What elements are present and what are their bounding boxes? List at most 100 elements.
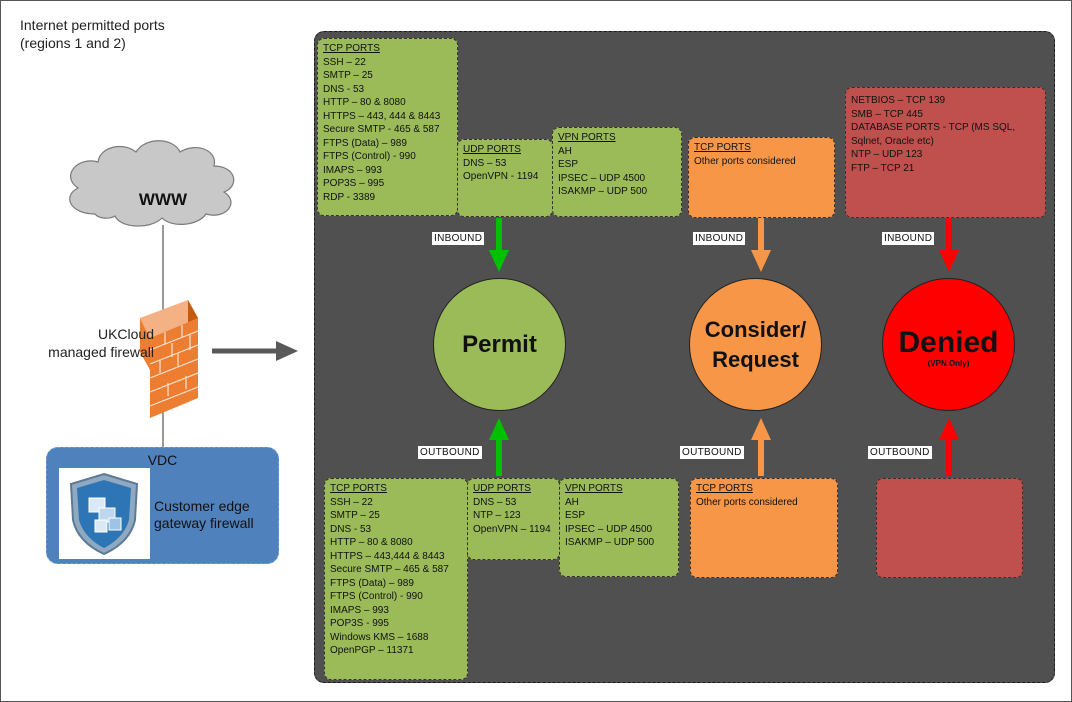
inbound-vpn-port: ISAKMP – UDP 500 <box>558 186 648 197</box>
inbound-udp-port: OpenVPN - 1194 <box>463 171 539 182</box>
outbound-udp-port: DNS – 53 <box>473 496 517 508</box>
edge-gateway-icon <box>59 468 150 559</box>
denied-port: NTP – UDP 123 <box>851 149 923 160</box>
outbound-vpn-port: ISAKMP – UDP 500 <box>565 537 655 548</box>
outbound-tcp-port: DNS - 53 <box>330 523 372 535</box>
inbound-permit-arrow <box>489 218 509 272</box>
outbound-denied-arrow <box>939 418 959 476</box>
title-line-2: (regions 1 and 2) <box>20 35 126 51</box>
inbound-label: INBOUND <box>693 232 746 245</box>
inbound-tcp-port: FTPS (Control) - 990 <box>323 151 416 162</box>
diagram-title: Internet permitted ports (regions 1 and … <box>20 16 165 52</box>
denied-port: DATABASE PORTS - TCP (MS SQL, <box>851 122 1016 133</box>
vdc-title: VDC <box>147 452 178 468</box>
outbound-tcp-port: HTTP – 80 & 8080 <box>330 537 413 548</box>
outbound-udp-permit-box: UDP PORTS DNS – 53 NTP – 123 OpenVPN – 1… <box>467 478 560 560</box>
inbound-tcp-port: RDP - 3389 <box>323 191 376 203</box>
firewall-label: UKCloud managed firewall <box>44 325 154 361</box>
outbound-tcp-port: FTPS (Control) - 990 <box>330 591 423 602</box>
permit-label: Permit <box>462 330 537 358</box>
outbound-permit-arrow <box>489 418 509 476</box>
outbound-tcp-permit-box: TCP PORTS SSH – 22 SMTP – 25 DNS - 53 HT… <box>324 478 468 680</box>
inbound-vpn-port: AH <box>558 145 572 157</box>
denied-port: Sqlnet, Oracle etc) <box>851 135 934 147</box>
inbound-tcp-port: IMAPS – 993 <box>323 164 382 176</box>
denied-circle: Denied (VPN Only) <box>882 278 1015 411</box>
right-arrow-icon <box>212 341 298 361</box>
outbound-udp-header: UDP PORTS <box>473 483 531 494</box>
vdc-text-line-1: Customer edge <box>154 498 250 514</box>
inbound-vpn-permit-box: VPN PORTS AH ESP IPSEC – UDP 4500 ISAKMP… <box>552 127 682 217</box>
inbound-udp-permit-box: UDP PORTS DNS – 53 OpenVPN - 1194 <box>457 139 553 217</box>
outbound-udp-port: NTP – 123 <box>473 510 521 521</box>
firewall-label-line-1: UKCloud <box>97 326 154 342</box>
outbound-label: OUTBOUND <box>418 446 482 459</box>
inbound-label: INBOUND <box>882 232 935 245</box>
denied-sublabel: (VPN Only) <box>927 359 970 368</box>
inbound-vpn-header: VPN PORTS <box>558 132 616 143</box>
inbound-tcp-port: HTTP – 80 & 8080 <box>323 97 406 108</box>
outbound-tcp-port: Secure SMTP – 465 & 587 <box>330 564 449 575</box>
inbound-consider-text: Other ports considered <box>694 155 796 167</box>
outbound-tcp-port: HTTPS – 443,444 & 8443 <box>330 550 445 562</box>
inbound-consider-box: TCP PORTS Other ports considered <box>688 137 835 218</box>
outbound-label: OUTBOUND <box>868 446 932 459</box>
title-line-1: Internet permitted ports <box>20 17 165 33</box>
outbound-consider-box: TCP PORTS Other ports considered <box>690 478 838 578</box>
inbound-denied-box: NETBIOS – TCP 139 SMB – TCP 445 DATABASE… <box>845 87 1046 218</box>
outbound-label: OUTBOUND <box>680 446 744 459</box>
outbound-tcp-port: FTPS (Data) – 989 <box>330 577 414 589</box>
inbound-vpn-port: IPSEC – UDP 4500 <box>558 172 646 184</box>
outbound-vpn-header: VPN PORTS <box>565 483 623 494</box>
consider-label-2: Request <box>712 346 799 372</box>
vdc-text-line-2: gateway firewall <box>154 515 254 531</box>
cloud-icon <box>69 140 235 227</box>
inbound-label: INBOUND <box>432 232 485 245</box>
inbound-tcp-port: FTPS (Data) – 989 <box>323 137 407 149</box>
outbound-vpn-permit-box: VPN PORTS AH ESP IPSEC – UDP 4500 ISAKMP… <box>559 478 679 577</box>
outbound-tcp-header: TCP PORTS <box>330 483 387 494</box>
inbound-consider-arrow <box>751 218 771 272</box>
outbound-udp-port: OpenVPN – 1194 <box>473 523 551 535</box>
vdc-panel: VDC Customer edge gateway firewall <box>46 447 279 564</box>
inbound-consider-header: TCP PORTS <box>694 142 751 153</box>
inbound-tcp-permit-box: TCP PORTS SSH – 22 SMTP – 25 DNS - 53 HT… <box>317 38 458 216</box>
inbound-vpn-port: ESP <box>558 159 579 170</box>
inbound-tcp-port: DNS - 53 <box>323 83 365 95</box>
denied-port: NETBIOS – TCP 139 <box>851 95 946 106</box>
inbound-tcp-port: Secure SMTP - 465 & 587 <box>323 124 440 135</box>
outbound-tcp-port: SMTP – 25 <box>330 510 380 521</box>
outbound-consider-arrow <box>751 418 771 476</box>
consider-circle: Consider/ Request <box>689 278 822 411</box>
firewall-icon <box>140 300 199 418</box>
consider-label-1: Consider/ <box>704 316 807 342</box>
inbound-tcp-port: SSH – 22 <box>323 56 366 68</box>
outbound-tcp-port: SSH – 22 <box>330 496 373 508</box>
denied-label: Denied <box>898 326 999 359</box>
permit-circle: Permit <box>433 278 566 411</box>
outbound-vpn-port: IPSEC – UDP 4500 <box>565 523 653 535</box>
outbound-consider-text: Other ports considered <box>696 496 798 508</box>
outbound-consider-header: TCP PORTS <box>696 483 753 494</box>
cloud-label: WWW <box>138 190 188 209</box>
firewall-label-line-2: managed firewall <box>48 344 154 360</box>
outbound-tcp-port: IMAPS – 993 <box>330 604 389 616</box>
denied-port: SMB – TCP 445 <box>851 108 923 120</box>
shield-icon <box>69 472 139 556</box>
inbound-udp-header: UDP PORTS <box>463 144 521 155</box>
denied-port: FTP – TCP 21 <box>851 162 915 174</box>
inbound-tcp-header: TCP PORTS <box>323 43 380 54</box>
outbound-tcp-port: OpenPGP – 11371 <box>330 645 414 656</box>
outbound-tcp-port: POP3S - 995 <box>330 618 389 629</box>
outbound-denied-box <box>876 478 1023 578</box>
inbound-tcp-port: SMTP – 25 <box>323 70 373 81</box>
inbound-tcp-port: HTTPS – 443, 444 & 8443 <box>323 110 441 122</box>
outbound-tcp-port: Windows KMS – 1688 <box>330 631 429 643</box>
outbound-vpn-port: ESP <box>565 510 586 521</box>
outbound-vpn-port: AH <box>565 496 579 508</box>
inbound-denied-arrow <box>939 218 959 272</box>
inbound-tcp-port: POP3S – 995 <box>323 178 385 189</box>
vdc-description: Customer edge gateway firewall <box>154 498 254 532</box>
